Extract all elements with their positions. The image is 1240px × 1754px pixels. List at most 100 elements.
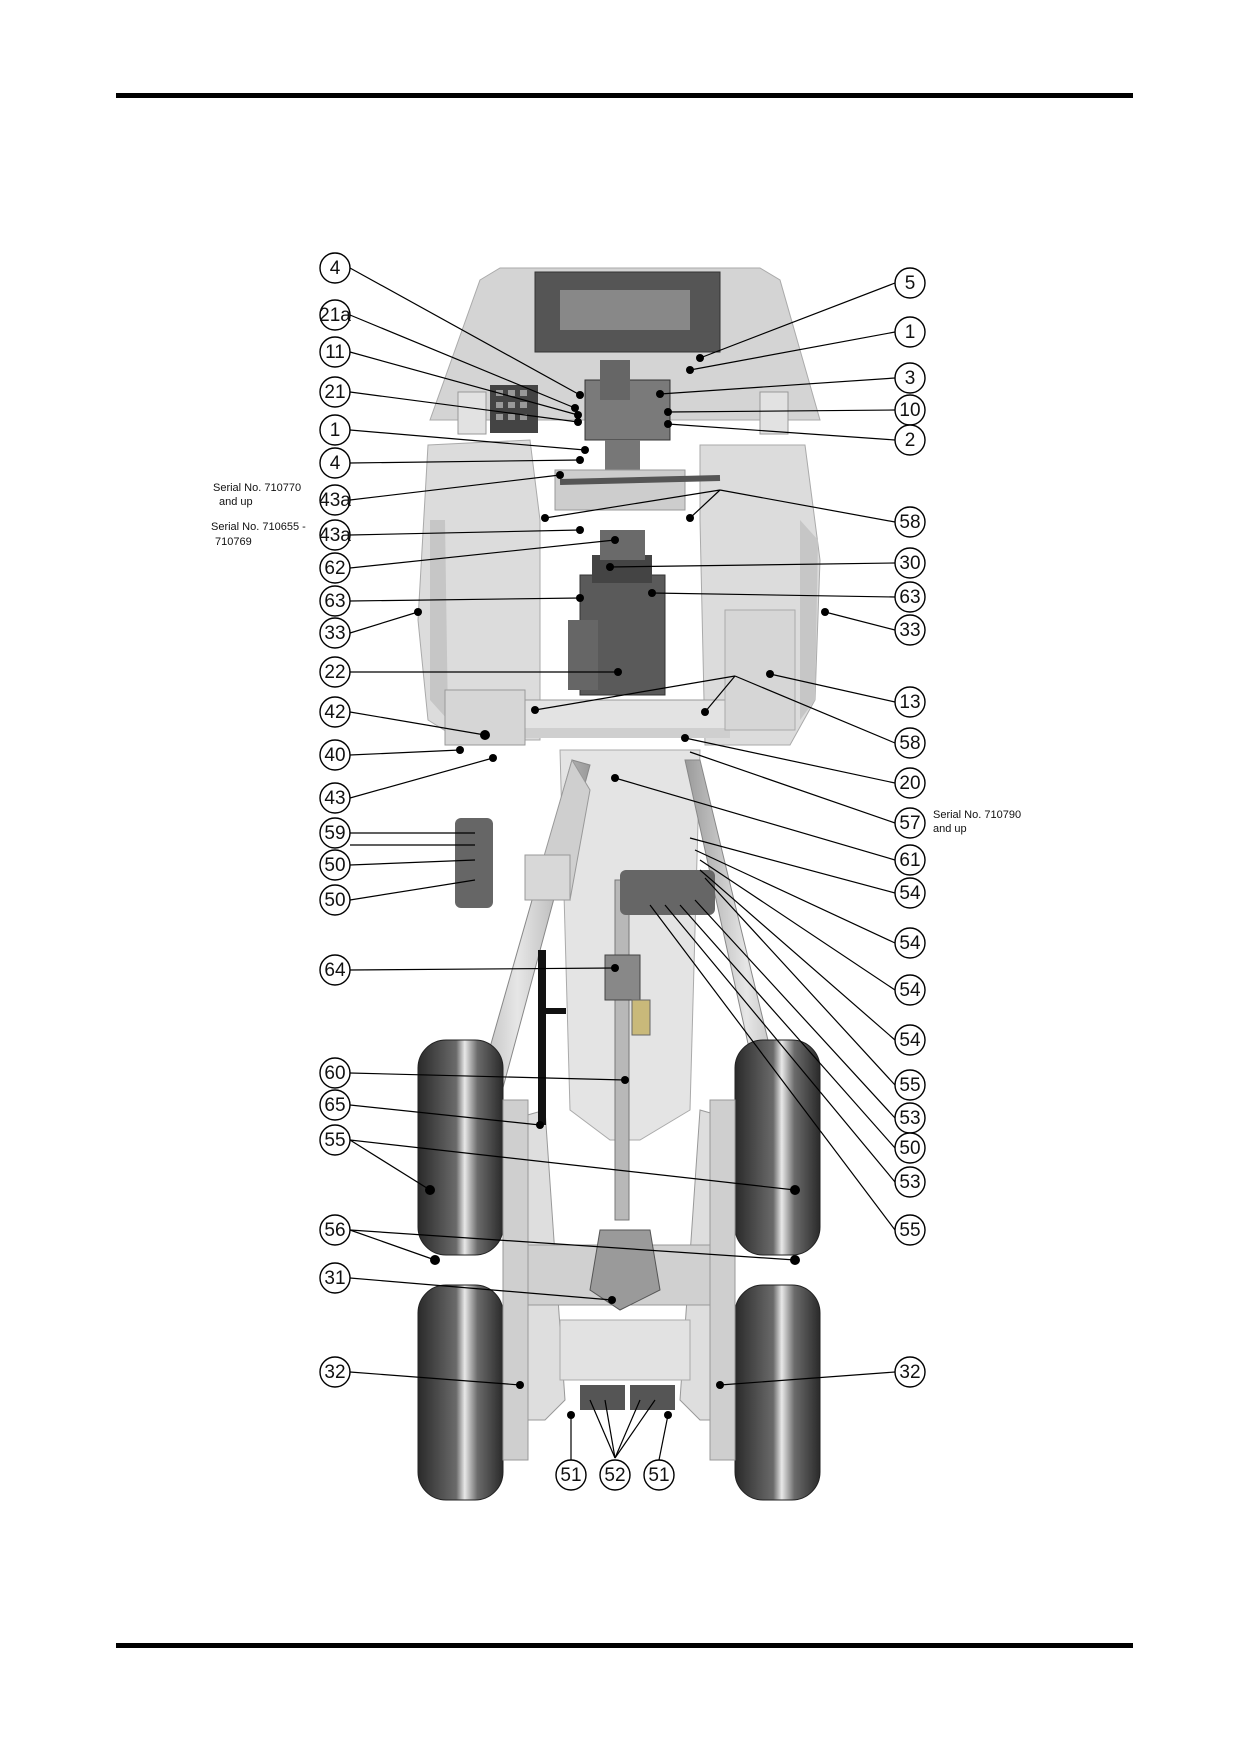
callout-callouts_right-17: 54 [894,1024,926,1056]
right-light [759,391,789,435]
callout-label: 43a [319,490,351,511]
callout-circle [319,1124,351,1156]
callout-circle [319,782,351,814]
callout-callouts_left-11: 22 [319,656,351,688]
callout-callouts_right-20: 50 [894,1132,926,1164]
callout-label: 61 [899,850,920,871]
callout-callouts_left-7: 43a [319,519,351,551]
callout-callouts_left-3: 21 [319,376,351,408]
serial-note-left-upper-line1: Serial No. 710770 [213,482,301,494]
callout-label: 1 [905,322,916,343]
callout-callouts_right-2: 3 [894,362,926,394]
callout-label: 60 [324,1063,345,1084]
callout-callouts_right-5: 58 [894,506,926,538]
callout-circle [643,1459,675,1491]
callout-callouts_right-6: 30 [894,547,926,579]
machine-illustration [417,267,821,1501]
callout-circle [319,817,351,849]
callout-circle [894,316,926,348]
callout-circle [319,656,351,688]
callout-callouts_right-7: 63 [894,581,926,613]
center-frame [559,749,701,1141]
callout-circle [894,767,926,799]
callout-label: 51 [648,1465,669,1486]
callout-callouts_left-8: 62 [319,552,351,584]
callout-callouts_bottom-0: 51 [555,1459,587,1491]
callout-callouts_left-5: 4 [319,447,351,479]
callout-label: 31 [324,1268,345,1289]
callout-label: 4 [330,453,341,474]
rear-right-tire [734,1284,821,1501]
callout-label: 65 [324,1095,345,1116]
callout-circle [319,954,351,986]
serial-note-left-lower-line1: Serial No. 710655 - [211,521,306,533]
callout-callouts_left-1: 21a [319,299,351,331]
callout-callouts_left-15: 59 [319,817,351,849]
callout-label: 63 [899,587,920,608]
callout-label: 54 [899,883,921,904]
callout-callouts_right-21: 53 [894,1166,926,1198]
callout-callouts_right-16: 54 [894,974,926,1006]
callout-circle [319,585,351,617]
callout-callouts_left-23: 31 [319,1262,351,1294]
callout-callouts_left-12: 42 [319,696,351,728]
callout-circle [319,447,351,479]
callout-circle [894,506,926,538]
callout-callouts_right-19: 53 [894,1102,926,1134]
callout-label: 21a [319,305,351,326]
callout-circle [319,1057,351,1089]
callout-label: 64 [324,960,346,981]
callout-circle [894,1024,926,1056]
callout-callouts_right-12: 57 [894,807,926,839]
callout-label: 43a [319,525,351,546]
callout-label: 58 [899,512,920,533]
callout-circle [319,1262,351,1294]
callout-circle [319,552,351,584]
callout-callouts_left-9: 63 [319,585,351,617]
callout-callouts_right-14: 54 [894,877,926,909]
callout-circle [894,974,926,1006]
callout-label: 10 [899,400,920,421]
callout-callouts_left-21: 55 [319,1124,351,1156]
callouts-right: 5131025830633313582057615454545455535053… [894,267,926,1388]
callout-callouts_left-6: 43a [319,484,351,516]
callout-label: 50 [324,890,345,911]
callout-callouts_right-22: 55 [894,1214,926,1246]
callout-circle [894,547,926,579]
callout-circle [319,519,351,551]
callout-circle [894,614,926,646]
callout-circle [319,376,351,408]
callout-circle [894,1356,926,1388]
callout-circle [319,849,351,881]
callout-circle [319,1214,351,1246]
callout-circle [894,1166,926,1198]
callout-label: 1 [330,420,341,441]
callout-label: 57 [899,813,920,834]
front-left-tire [417,1039,504,1256]
callout-callouts_right-13: 61 [894,844,926,876]
callout-callouts_left-0: 4 [319,252,351,284]
callout-circle [319,252,351,284]
callout-callouts_left-18: 64 [319,954,351,986]
callout-circle [599,1459,631,1491]
seat-support [554,469,686,511]
callout-callouts_right-18: 55 [894,1069,926,1101]
serial-note-left-lower-line2: 710769 [215,536,252,548]
callout-circle [319,884,351,916]
callout-callouts_bottom-2: 51 [643,1459,675,1491]
rear-left-tire [417,1284,504,1501]
callout-label: 33 [899,620,920,641]
callout-label: 42 [324,702,345,723]
callout-callouts_right-23: 32 [894,1356,926,1388]
callout-callouts_right-0: 5 [894,267,926,299]
callout-label: 50 [899,1138,920,1159]
callout-label: 3 [905,368,916,389]
serial-note-right-line1: Serial No. 710790 [933,809,1021,821]
callout-label: 54 [899,980,921,1001]
callout-circle [894,877,926,909]
callout-label: 53 [899,1172,920,1193]
callout-label: 53 [899,1108,920,1129]
callout-label: 58 [899,733,920,754]
callouts-left: 421a11211443a43a626333224240435950506460… [319,252,351,1388]
